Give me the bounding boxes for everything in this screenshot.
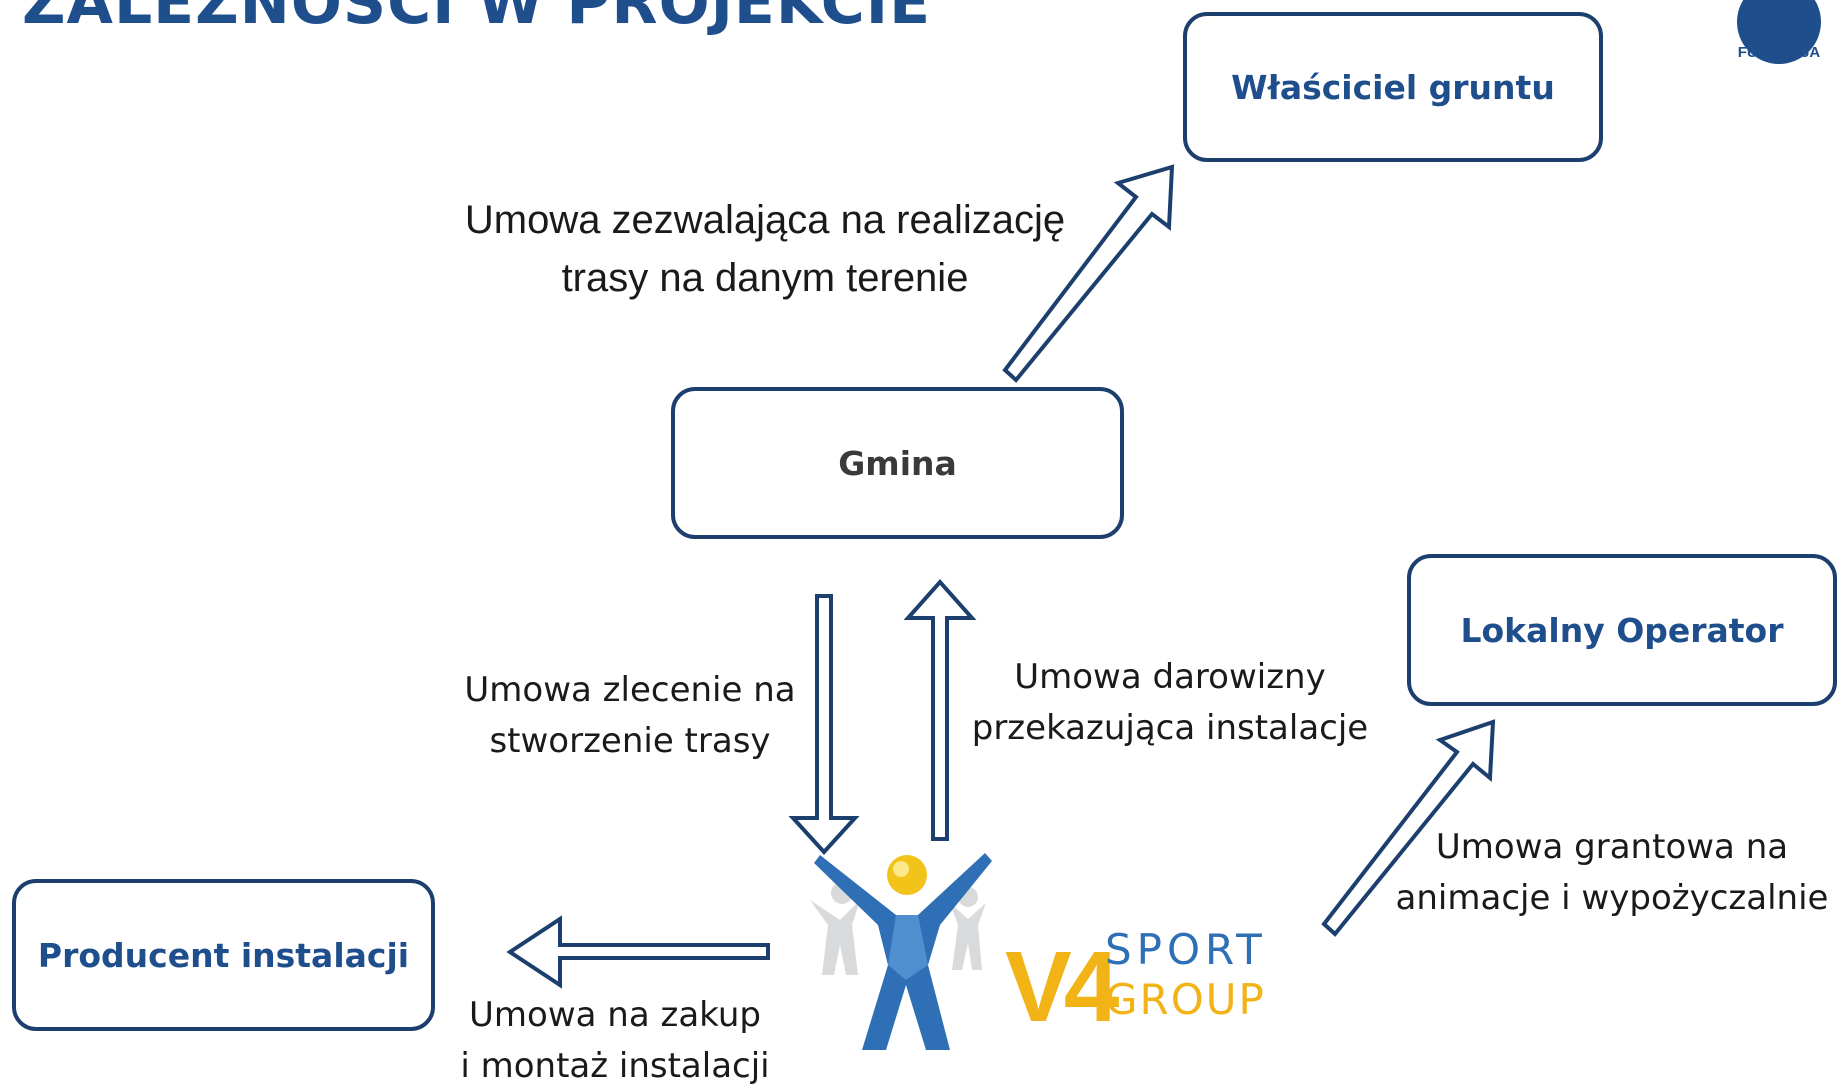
node-producent-instalacji: Producent instalacji — [12, 879, 435, 1031]
label-umowa-zlecenie-line2: stworzenie trasy — [489, 721, 771, 761]
v4-figures-icon — [810, 853, 992, 1050]
arrow-v4-to-producent — [506, 915, 770, 989]
label-umowa-zakup: Umowa na zakup i montaż instalacji — [440, 990, 790, 1092]
label-umowa-zlecenie: Umowa zlecenie na stworzenie trasy — [455, 665, 805, 767]
label-umowa-grantowa-line1: Umowa grantowa na — [1435, 827, 1789, 867]
label-umowa-grantowa: Umowa grantowa na animacje i wypożyczaln… — [1385, 822, 1839, 924]
v4-sport-group-logo: V4 SPORT GROUP — [800, 845, 1270, 1060]
label-umowa-grantowa-line2: animacje i wypożyczalnie — [1395, 878, 1829, 918]
arrow-to-wlasciciel-shaft — [1002, 164, 1175, 383]
v4-logo-mark: V4 — [1005, 931, 1119, 1043]
node-lokalny-operator: Lokalny Operator — [1407, 554, 1837, 706]
label-umowa-zlecenie-line1: Umowa zlecenie na — [464, 670, 796, 710]
node-gmina: Gmina — [671, 387, 1124, 539]
label-umowa-zezwalajaca-line2: trasy na danym terenie — [561, 256, 969, 300]
fundacja-logo-text: FUNDACJA — [1737, 44, 1821, 61]
label-umowa-darowizny-line2: przekazująca instalacje — [971, 708, 1369, 748]
label-umowa-zakup-line2: i montaż instalacji — [460, 1046, 770, 1086]
page-title: ZALEŻNOŚCI W PROJEKCIE — [22, 0, 932, 38]
fundacja-logo: FUNDACJA — [1719, 0, 1839, 90]
label-umowa-zezwalajaca: Umowa zezwalająca na realizację trasy na… — [440, 191, 1090, 307]
label-umowa-zezwalajaca-line1: Umowa zezwalająca na realizację — [464, 198, 1066, 242]
arrow-v4-to-gmina — [903, 578, 977, 841]
label-umowa-zakup-line1: Umowa na zakup — [469, 995, 761, 1035]
v4-logo-sport: SPORT — [1105, 925, 1267, 974]
arrow-gmina-to-v4 — [788, 594, 860, 855]
label-umowa-darowizny-line1: Umowa darowizny — [1014, 657, 1326, 697]
label-umowa-darowizny: Umowa darowizny przekazująca instalacje — [955, 652, 1385, 754]
v4-logo-group: GROUP — [1105, 975, 1266, 1024]
node-wlasciciel-gruntu: Właściciel gruntu — [1183, 12, 1603, 162]
arrow-to-lokalny-operator — [1321, 719, 1496, 937]
